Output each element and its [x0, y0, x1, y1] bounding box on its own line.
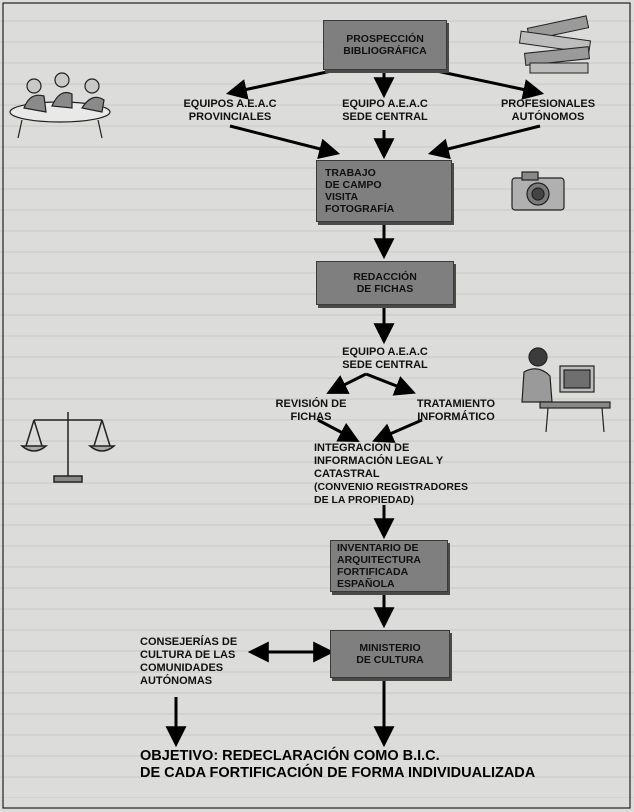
- box-trabajo-text: TRABAJO DE CAMPO VISITA FOTOGRAFÍA: [325, 167, 395, 215]
- scales-of-justice-icon: [19, 412, 117, 483]
- label-consejerias: CONSEJERÍAS DE CULTURA DE LAS COMUNIDADE…: [140, 636, 238, 687]
- box-prospeccion-text: PROSPECCIÓN BIBLIOGRÁFICA: [343, 33, 427, 57]
- label-tratamiento-informatico: TRATAMIENTO INFORMÁTICO: [416, 398, 496, 423]
- box-trabajo-campo: TRABAJO DE CAMPO VISITA FOTOGRAFÍA: [316, 160, 452, 222]
- label-revision-fichas: REVISIÓN DE FICHAS: [275, 398, 347, 423]
- computer-user-icon: [521, 347, 611, 433]
- arrow-tratamiento-to-integracion: [372, 418, 423, 443]
- arrow-to-revision: [326, 372, 367, 394]
- background-texture: [0, 8, 634, 798]
- box-inventario-text: INVENTARIO DE ARQUITECTURA FORTIFICADA E…: [337, 542, 421, 590]
- books-icon: [518, 15, 592, 74]
- label-equipo-central: EQUIPO A.E.A.C SEDE CENTRAL: [342, 98, 428, 123]
- box-redaccion-text: REDACCIÓN DE FICHAS: [353, 271, 417, 295]
- box-prospeccion: PROSPECCIÓN BIBLIOGRÁFICA: [323, 20, 447, 70]
- arrow-provinciales-to-trabajo: [229, 124, 341, 160]
- team-meeting-icon: [9, 72, 111, 139]
- arrow-revision-to-integracion: [317, 418, 360, 442]
- box-ministerio: MINISTERIO DE CULTURA: [330, 630, 450, 678]
- label-equipo-central-2: EQUIPO A.E.A.C SEDE CENTRAL: [342, 346, 428, 371]
- arrow-to-tratamiento: [365, 372, 416, 396]
- arrow-to-profesionales: [431, 68, 545, 100]
- box-inventario: INVENTARIO DE ARQUITECTURA FORTIFICADA E…: [330, 540, 448, 592]
- box-redaccion: REDACCIÓN DE FICHAS: [316, 261, 454, 305]
- box-ministerio-text: MINISTERIO DE CULTURA: [356, 642, 424, 666]
- arrow-profesionales-to-trabajo: [427, 124, 541, 160]
- label-integracion: INTEGRACIÓN DE INFORMACIÓN LEGAL Y CATAS…: [314, 442, 444, 480]
- arrow-to-equipos-provinciales: [225, 68, 337, 100]
- label-profesionales: PROFESIONALES AUTÓNOMOS: [500, 98, 596, 123]
- label-equipos-provinciales: EQUIPOS A.E.A.C PROVINCIALES: [183, 98, 277, 123]
- label-convenio: (CONVENIO REGISTRADORES DE LA PROPIEDAD): [314, 481, 469, 506]
- objetivo-text: OBJETIVO: REDECLARACIÓN COMO B.I.C. DE C…: [140, 748, 536, 781]
- camera-icon: [511, 171, 565, 211]
